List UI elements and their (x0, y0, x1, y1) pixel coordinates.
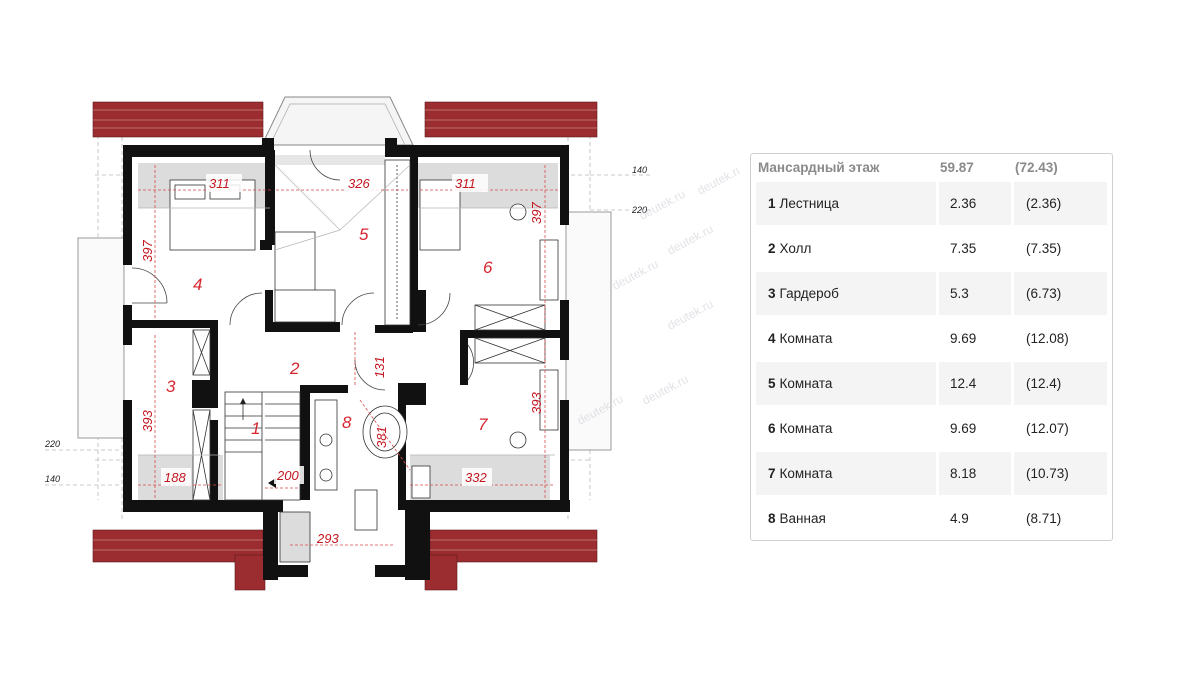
room-name: Комната (779, 421, 833, 436)
stairs (224, 391, 301, 501)
balcony-left (77, 237, 125, 439)
svg-text:deutek.ru: deutek.ru (610, 257, 661, 293)
room-total-area: (7.35) (1026, 241, 1062, 256)
bay-window-top (261, 96, 414, 146)
svg-text:deutek.ru: deutek.ru (665, 297, 716, 333)
dim-label-293: 293 (316, 531, 339, 546)
side-label-220-right: 220 (631, 205, 647, 215)
room-name: Гардероб (779, 286, 839, 301)
roof-bottom-left-step (234, 554, 266, 591)
floor-total-area: (72.43) (1015, 159, 1058, 175)
room-label-2: 2 (289, 359, 300, 378)
svg-text:deutek.ru: deutek.ru (665, 222, 716, 258)
room-total-area: (6.73) (1014, 272, 1107, 315)
side-label-140-right: 140 (632, 165, 647, 175)
room-total-area: (2.36) (1014, 182, 1107, 225)
room-total-area: (12.07) (1026, 421, 1069, 436)
room-number: 1 (768, 196, 776, 211)
room-area: 4.9 (950, 511, 969, 526)
dim-label-397-left: 397 (140, 240, 155, 262)
room-name: Комната (779, 331, 833, 346)
room-name: Комната (779, 466, 833, 481)
room-name: Лестница (779, 196, 840, 211)
dim-label-332: 332 (465, 470, 487, 485)
room-total-area: (12.4) (1014, 362, 1107, 405)
room-number: 6 (768, 421, 776, 436)
room-label-5: 5 (359, 225, 369, 244)
dim-label-393-right: 393 (529, 392, 544, 414)
dim-label-381: 381 (374, 426, 389, 448)
dim-label-326: 326 (348, 176, 370, 191)
room-number: 8 (768, 511, 776, 526)
dimension-lines (138, 165, 558, 546)
roof-bottom-right-step (424, 554, 458, 591)
walls (123, 138, 570, 580)
floor-plan: 1 2 3 4 5 6 7 8 311 326 311 397 397 393 … (44, 96, 740, 591)
room-total-area: (8.71) (1026, 511, 1062, 526)
roof-top-left (92, 101, 264, 138)
roof-bottom-right (429, 529, 598, 563)
room-area: 7.35 (950, 241, 977, 256)
furniture (169, 159, 559, 563)
room-area: 12.4 (939, 362, 1011, 405)
room-label-7: 7 (478, 415, 488, 434)
room-total-area: (12.08) (1026, 331, 1069, 346)
roof-sections (92, 101, 598, 591)
roof-top-right (424, 101, 598, 138)
side-label-140-left: 140 (45, 474, 60, 484)
svg-text:deutek.ru: deutek.ru (695, 162, 740, 198)
room-name: Комната (779, 376, 833, 391)
room-area: 8.18 (939, 452, 1011, 495)
dim-label-393-left: 393 (140, 410, 155, 432)
room-number: 3 (768, 286, 776, 301)
room-total-area: (10.73) (1014, 452, 1107, 495)
side-label-220-left: 220 (44, 439, 60, 449)
room-area: 9.69 (950, 421, 977, 436)
dim-label-188: 188 (164, 470, 186, 485)
room-number: 5 (768, 376, 776, 391)
room-label-1: 1 (251, 419, 260, 438)
room-number: 7 (768, 466, 776, 481)
balcony-right (565, 211, 612, 451)
room-label-6: 6 (483, 258, 493, 277)
room-label-4: 4 (193, 275, 202, 294)
room-name: Холл (779, 241, 812, 256)
room-area: 5.3 (939, 272, 1011, 315)
floor-area: 59.87 (940, 159, 974, 175)
doors (131, 149, 474, 391)
room-label-3: 3 (166, 377, 176, 396)
room-name: Ванная (779, 511, 826, 526)
room-number: 4 (768, 331, 776, 346)
dim-label-311-right: 311 (455, 176, 476, 191)
svg-text:deutek.ru: deutek.ru (640, 372, 691, 408)
dim-label-131: 131 (372, 356, 387, 378)
room-label-8: 8 (342, 413, 352, 432)
dim-label-311-left: 311 (209, 176, 230, 191)
room-area: 9.69 (950, 331, 977, 346)
room-number: 2 (768, 241, 776, 256)
dim-label-200: 200 (276, 468, 299, 483)
table-header: Мансардный этаж 59.87 (72.43) (756, 154, 1107, 180)
floor-name: Мансардный этаж (758, 159, 880, 175)
dim-label-397-right: 397 (529, 202, 544, 224)
room-area: 2.36 (939, 182, 1011, 225)
